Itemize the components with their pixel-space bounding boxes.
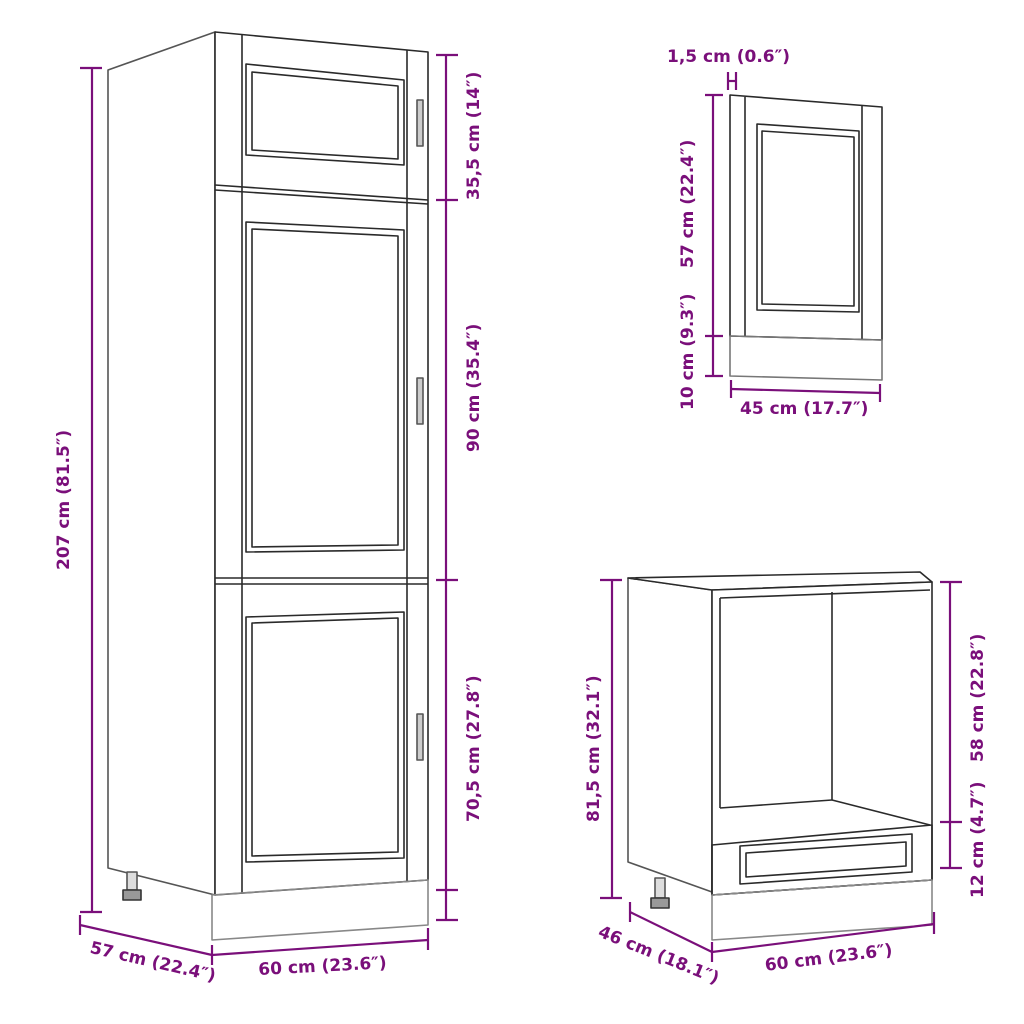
door-width-label: 45 cm (17.7″) [740,399,869,419]
tall-cabinet-drawing [107,31,429,941]
oven-drawer-height-label: 12 cm (4.7″) [968,781,988,898]
top-door-height-label: 35,5 cm (14″) [464,71,484,200]
tall-cabinet-height-label: 207 cm (81.5″) [54,429,74,570]
door-panel-drawing [729,94,883,381]
plinth-height-label: 10 cm (9.3″) [678,293,698,410]
bottom-door-height-label: 70,5 cm (27.8″) [464,675,484,822]
middle-door-height-label: 90 cm (35.4″) [464,323,484,452]
door-height-label: 57 cm (22.4″) [678,139,698,268]
dimension-lines [78,53,962,965]
oven-cabinet-height-label: 81,5 cm (32.1″) [584,675,604,822]
door-thickness-label: 1,5 cm (0.6″) [667,47,790,67]
oven-cabinet-drawing [627,571,933,941]
oven-opening-height-label: 58 cm (22.8″) [968,633,988,762]
